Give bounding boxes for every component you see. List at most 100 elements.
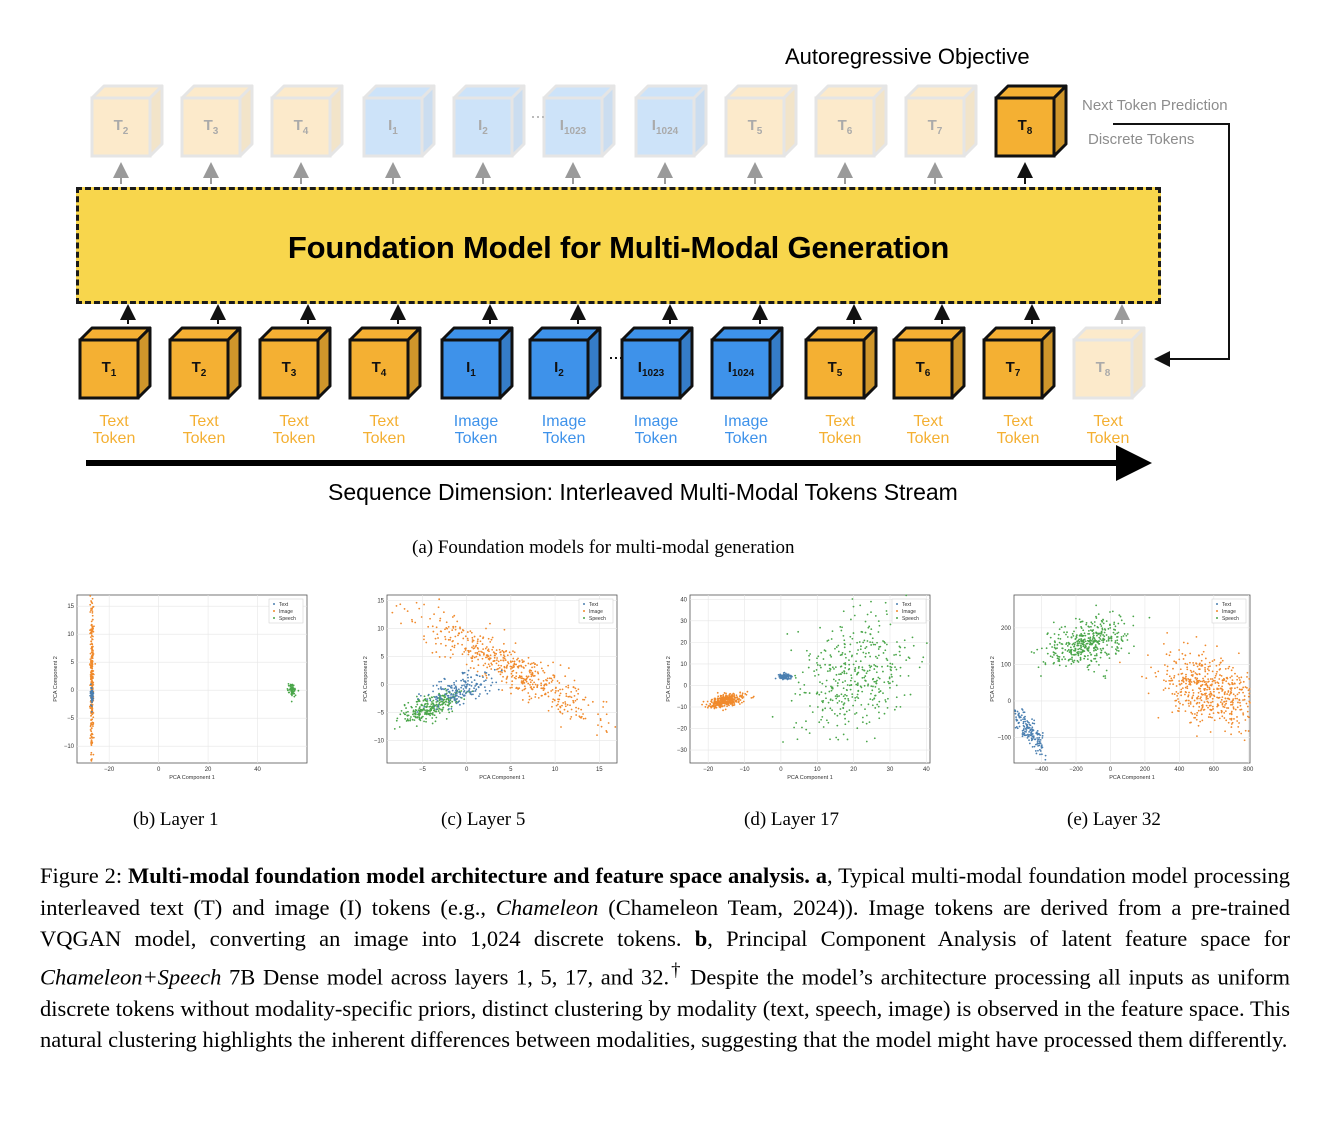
- scatter-point-text: [1015, 716, 1017, 718]
- scatter-point-text: [1026, 720, 1029, 722]
- scatter-point-text: [787, 674, 790, 677]
- legend-label: Text: [1222, 602, 1232, 608]
- feedback-arrow: [1113, 123, 1230, 367]
- scatter-point-speech: [1112, 631, 1115, 634]
- scatter-point-text: [465, 685, 468, 688]
- scatter-point-text: [453, 687, 456, 690]
- scatter-point-image: [514, 642, 517, 645]
- scatter-point-image: [469, 630, 472, 633]
- scatter-point-image: [1212, 708, 1214, 710]
- scatter-point-image: [1179, 668, 1182, 671]
- scatter-point-image: [1206, 688, 1208, 691]
- scatter-point-image: [726, 702, 729, 705]
- scatter-point-speech: [844, 680, 847, 682]
- scatter-point-text: [1028, 739, 1030, 742]
- scatter-point-speech: [398, 726, 401, 728]
- scatter-point-speech: [874, 665, 877, 667]
- scatter-point-image: [600, 725, 603, 728]
- scatter-point-image: [1180, 694, 1183, 697]
- scatter-point-image: [547, 709, 550, 712]
- scatter-point-image: [1228, 698, 1231, 701]
- scatter-point-speech: [1118, 614, 1121, 616]
- scatter-point-image: [93, 625, 95, 628]
- scatter-point-speech: [1100, 649, 1103, 652]
- scatter-point-image: [520, 665, 523, 668]
- scatter-point-image: [531, 672, 534, 675]
- scatter-point-speech: [1070, 636, 1073, 639]
- scatter-point-speech: [856, 682, 859, 685]
- scatter-point-text: [1041, 736, 1044, 739]
- y-tick-label: 10: [377, 627, 384, 633]
- scatter-point-text: [1028, 742, 1031, 745]
- scatter-point-image: [478, 654, 481, 657]
- scatter-point-speech: [1069, 650, 1072, 653]
- scatter-point-text: [790, 676, 792, 679]
- scatter-point-speech: [420, 709, 423, 711]
- scatter-point-image: [1220, 698, 1223, 701]
- scatter-point-text: [447, 696, 450, 699]
- scatter-point-image: [520, 677, 523, 680]
- scatter-point-image: [1196, 735, 1198, 738]
- scatter-point-image: [1216, 681, 1219, 684]
- scatter-point-speech: [827, 701, 830, 704]
- scatter-point-speech: [844, 663, 847, 666]
- scatter-point-speech: [1073, 653, 1076, 656]
- scatter-point-image: [1231, 679, 1234, 682]
- scatter-point-speech: [821, 715, 824, 718]
- scatter-point-image: [554, 687, 557, 689]
- scatter-point-image: [471, 655, 474, 658]
- scatter-point-speech: [825, 679, 828, 682]
- scatter-point-image: [1210, 709, 1213, 711]
- token-type-label: Text Token: [182, 413, 226, 447]
- scatter-point-image: [89, 629, 91, 632]
- scatter-point-text: [467, 680, 469, 682]
- scatter-point-speech: [1077, 648, 1080, 651]
- scatter-point-text: [1015, 719, 1018, 722]
- scatter-point-speech: [450, 705, 453, 708]
- scatter-point-image: [527, 662, 530, 665]
- scatter-point-text: [453, 681, 455, 684]
- scatter-point-speech: [861, 668, 864, 671]
- scatter-point-image: [515, 686, 518, 689]
- scatter-point-speech: [1070, 663, 1073, 665]
- scatter-point-image: [1213, 659, 1216, 661]
- scatter-point-image: [476, 640, 479, 643]
- scatter-point-image: [1189, 679, 1192, 682]
- scatter-point-speech: [842, 733, 845, 736]
- scatter-point-speech: [1075, 626, 1077, 629]
- scatter-point-speech: [409, 719, 412, 722]
- scatter-point-text: [478, 675, 481, 678]
- scatter-point-image: [1242, 686, 1245, 689]
- scatter-point-text: [91, 700, 94, 703]
- scatter-point-image: [559, 692, 562, 695]
- scatter-point-image: [739, 699, 742, 701]
- scatter-point-image: [91, 645, 94, 648]
- scatter-point-speech: [829, 738, 831, 741]
- scatter-point-image: [520, 675, 523, 678]
- scatter-point-speech: [848, 650, 851, 653]
- scatter-point-image: [1201, 683, 1204, 686]
- scatter-point-speech: [1105, 669, 1108, 672]
- scatter-point-text: [433, 705, 436, 708]
- scatter-point-text: [1027, 726, 1029, 729]
- scatter-point-image: [447, 638, 450, 641]
- scatter-point-speech: [1066, 636, 1069, 638]
- scatter-point-image: [1210, 693, 1213, 696]
- scatter-point-image: [495, 652, 498, 655]
- scatter-point-image: [1232, 707, 1235, 710]
- scatter-point-image: [578, 715, 581, 718]
- scatter-point-speech: [1119, 615, 1122, 618]
- scatter-point-speech: [1077, 644, 1080, 647]
- scatter-point-speech: [399, 713, 402, 716]
- scatter-point-image: [92, 630, 95, 633]
- output-cube-5: [542, 84, 616, 158]
- scatter-point-speech: [877, 620, 880, 622]
- scatter-point-speech: [870, 628, 873, 631]
- scatter-point-image: [1231, 683, 1234, 686]
- scatter-point-speech: [1095, 615, 1097, 618]
- output-cube-8: [814, 84, 888, 158]
- scatter-point-image: [1195, 635, 1198, 638]
- scatter-point-speech: [290, 688, 293, 690]
- scatter-point-text: [484, 689, 487, 692]
- scatter-point-image: [1200, 699, 1203, 702]
